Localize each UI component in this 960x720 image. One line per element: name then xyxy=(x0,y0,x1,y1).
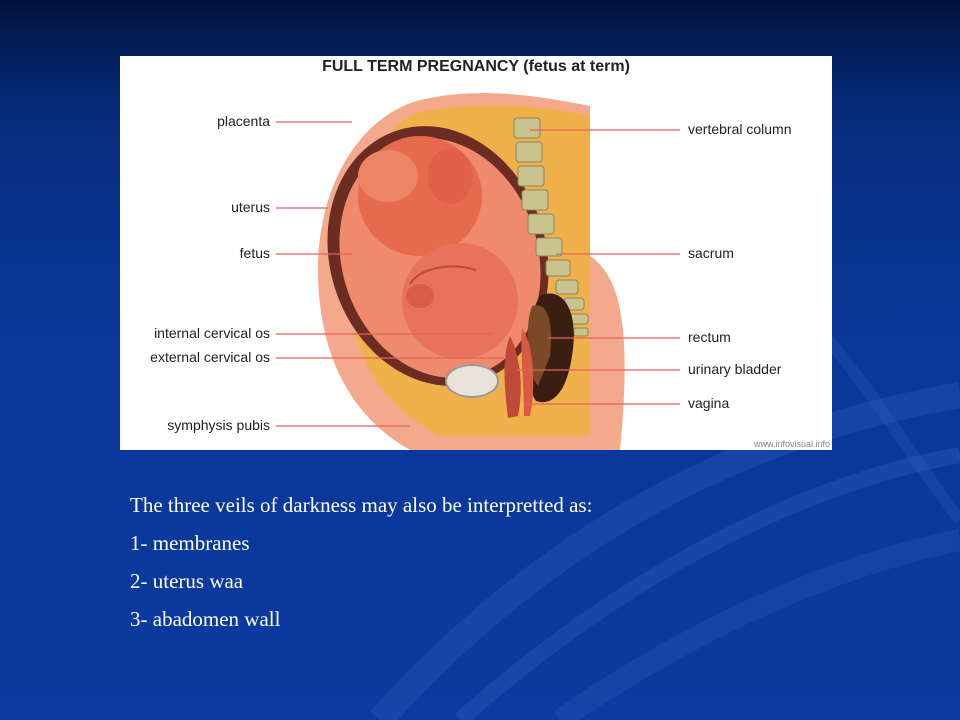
label-symphysis-pubis: symphysis pubis xyxy=(167,417,270,433)
anatomy-illustration xyxy=(276,93,680,450)
label-fetus: fetus xyxy=(239,245,270,261)
caption-intro: The three veils of darkness may also be … xyxy=(130,493,593,517)
label-internal-cervical-os: internal cervical os xyxy=(154,325,270,341)
label-vagina: vagina xyxy=(688,395,730,411)
label-sacrum: sacrum xyxy=(688,245,734,261)
label-rectum: rectum xyxy=(688,329,731,345)
label-placenta: placenta xyxy=(217,113,270,129)
label-uterus: uterus xyxy=(231,199,270,215)
label-external-cervical-os: external cervical os xyxy=(150,349,270,365)
label-vertebral-column: vertebral column xyxy=(688,121,792,137)
caption-item-2: 2- uterus waa xyxy=(130,569,244,593)
diagram-title: FULL TERM PREGNANCY (fetus at term) xyxy=(322,58,630,75)
slide-caption: The three veils of darkness may also be … xyxy=(130,486,592,638)
pregnancy-diagram-figure: FULL TERM PREGNANCY (fetus at term) plac… xyxy=(120,56,832,450)
label-urinary-bladder: urinary bladder xyxy=(688,361,782,377)
image-credit: www.infovisual.info xyxy=(753,439,830,449)
caption-item-1: 1- membranes xyxy=(130,531,250,555)
caption-item-3: 3- abadomen wall xyxy=(130,607,281,631)
